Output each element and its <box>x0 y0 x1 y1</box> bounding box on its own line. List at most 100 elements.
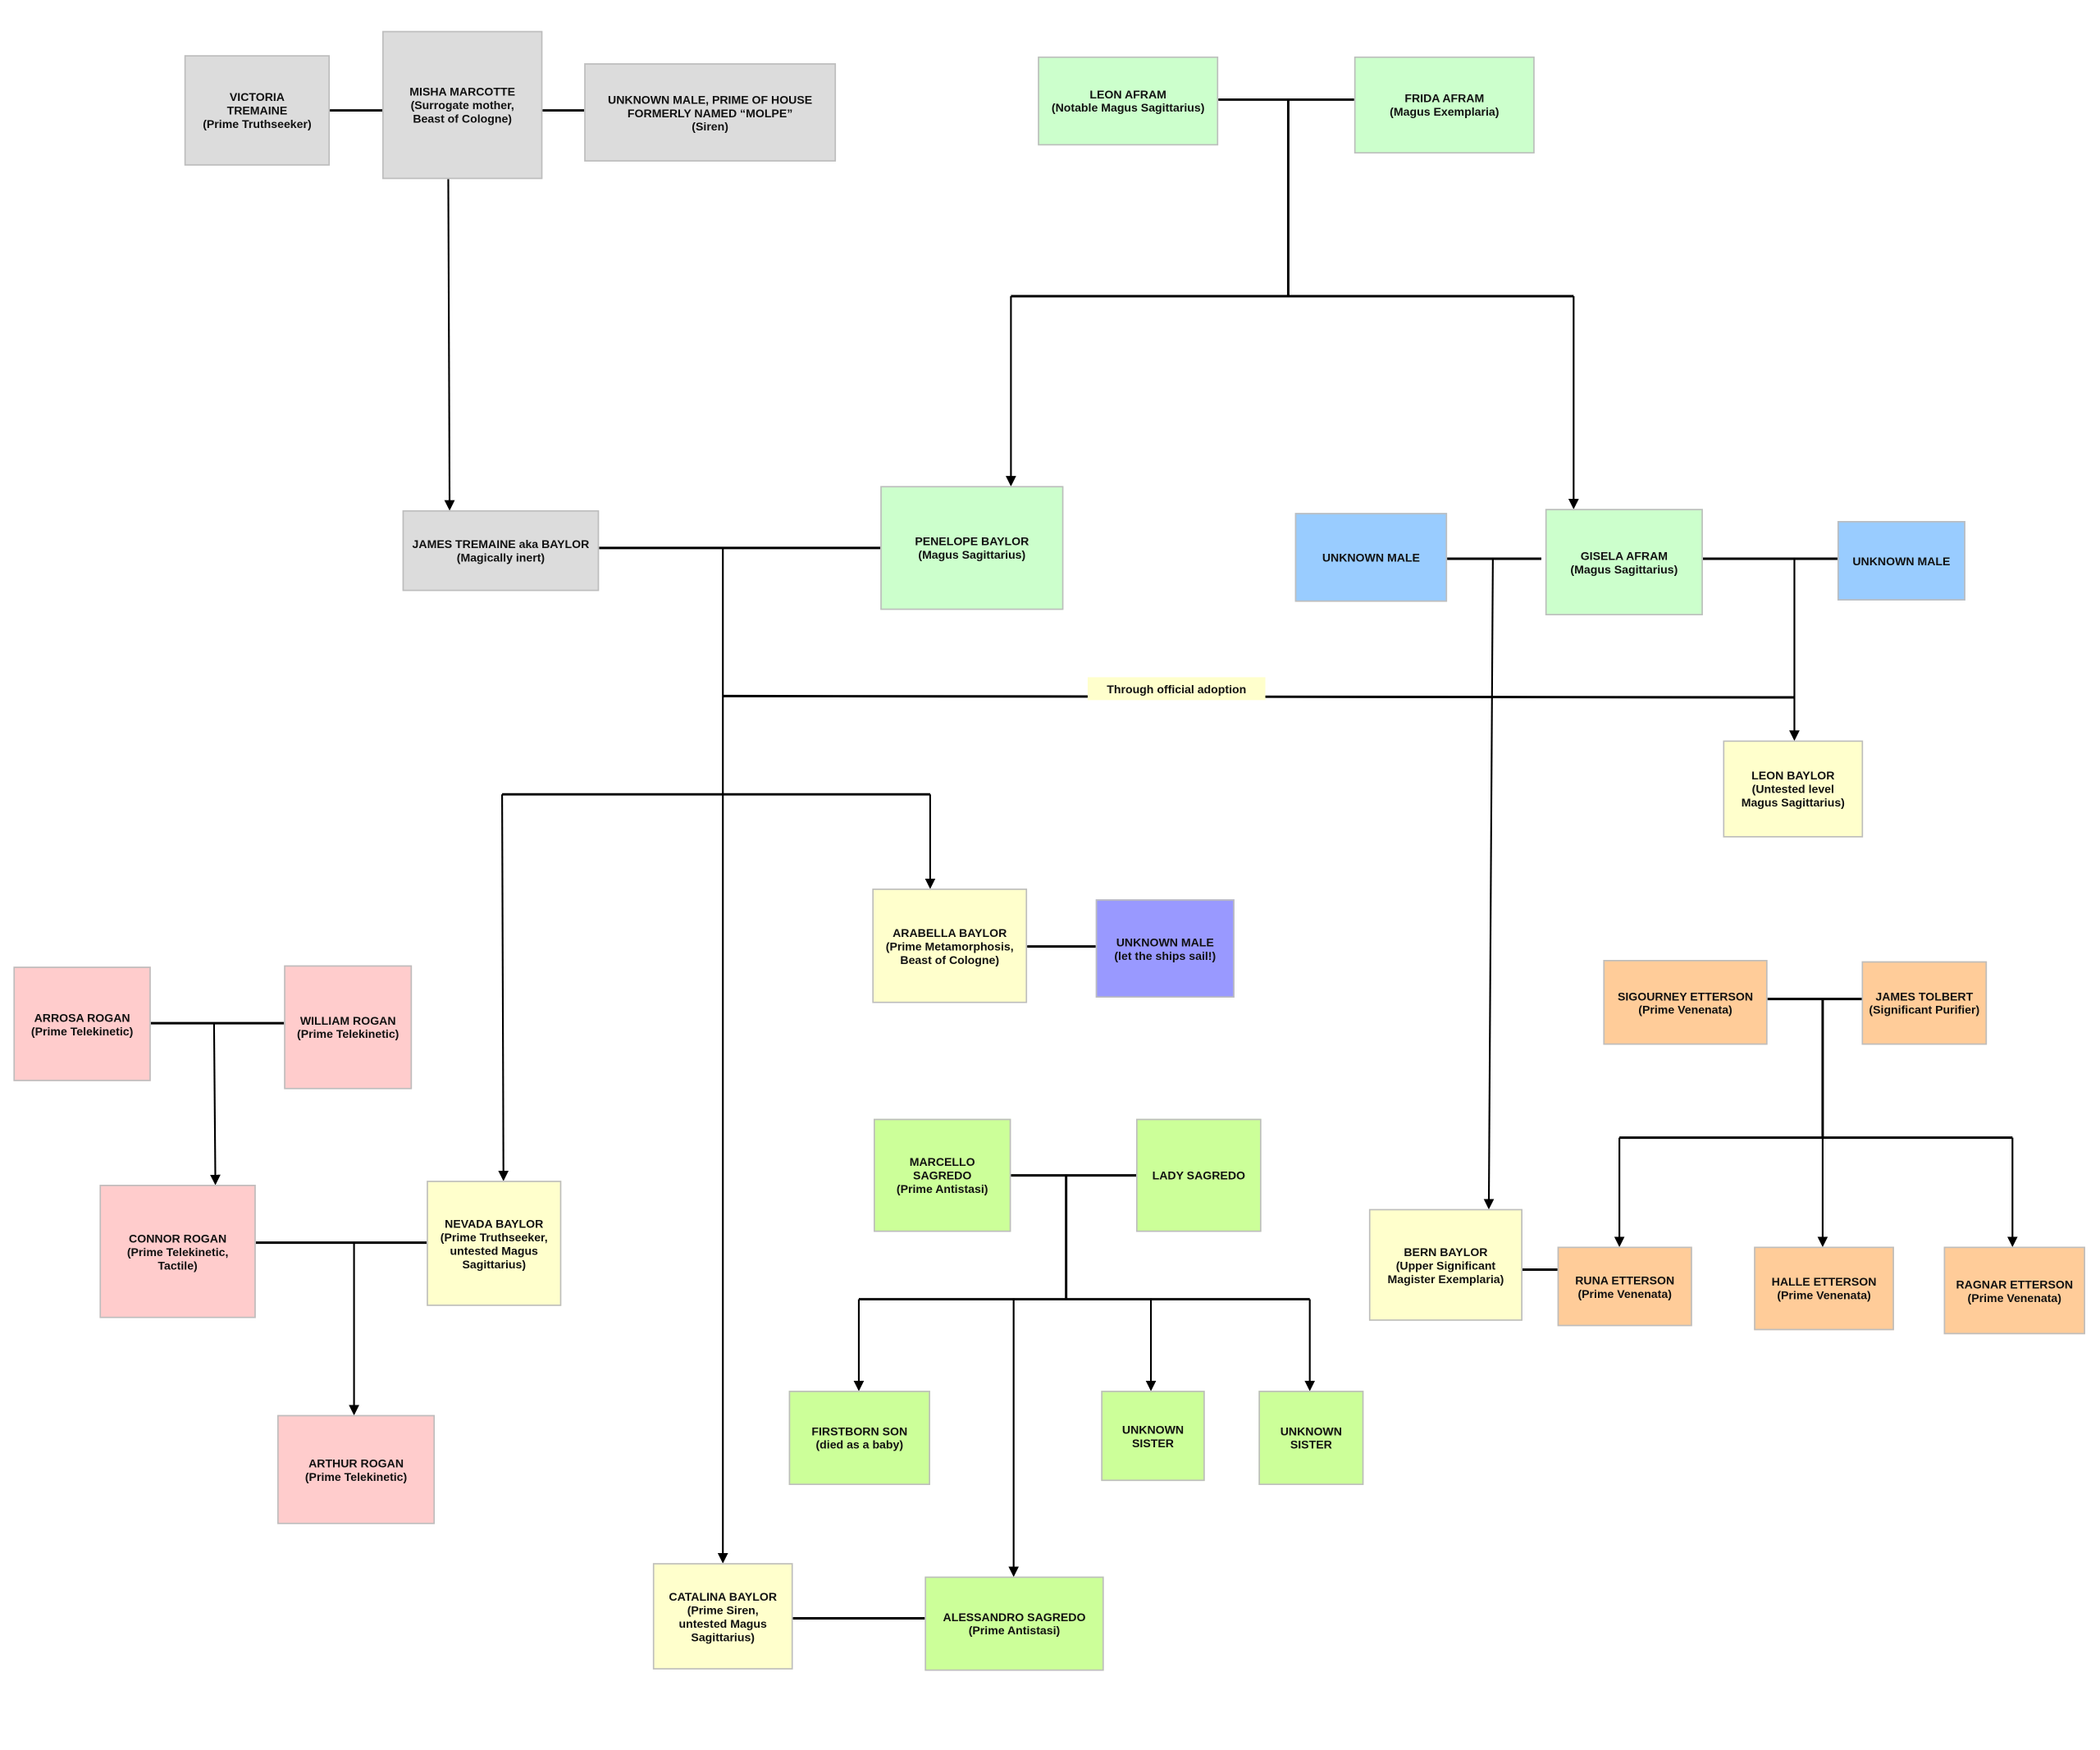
person-detail: (Magus Sagittarius) <box>1570 562 1678 576</box>
person-detail: (Surrogate mother, <box>410 98 514 112</box>
person-box-misha-marcotte: MISHA MARCOTTE(Surrogate mother,Beast of… <box>382 30 543 180</box>
person-box-william-rogan: WILLIAM ROGAN(Prime Telekinetic) <box>284 965 413 1090</box>
person-name: PENELOPE BAYLOR <box>915 534 1029 548</box>
person-name: UNKNOWN MALE <box>1116 934 1214 949</box>
person-box-unknown-male-ships: UNKNOWN MALE(let the ships sail!) <box>1095 899 1235 998</box>
person-name: LADY SAGREDO <box>1152 1168 1245 1182</box>
person-detail: (Notable Magus Sagittarius) <box>1051 101 1205 115</box>
person-box-firstborn-son: FIRSTBORN SON(died as a baby) <box>788 1391 930 1486</box>
person-box-james-tolbert: JAMES TOLBERT(Significant Purifier) <box>1861 961 1988 1045</box>
person-detail: (Prime Metamorphosis, <box>885 939 1014 953</box>
person-detail: Beast of Cologne) <box>413 112 513 126</box>
person-name: UNKNOWN <box>1280 1424 1342 1438</box>
person-box-james-tremaine: JAMES TREMAINE aka BAYLOR(Magically iner… <box>402 509 600 592</box>
person-box-unknown-male-left: UNKNOWN MALE <box>1294 513 1448 602</box>
person-name: UNKNOWN <box>1121 1422 1185 1437</box>
person-detail: (died as a baby) <box>815 1437 904 1451</box>
person-box-arrosa-rogan: ARROSA ROGAN(Prime Telekinetic) <box>13 966 151 1081</box>
person-detail: (Prime Venenata) <box>1967 1290 2061 1305</box>
descent-arrow <box>498 794 509 1181</box>
person-name: UNKNOWN MALE <box>1852 554 1951 568</box>
person-detail: Magister Exemplaria) <box>1387 1271 1504 1286</box>
person-detail: (Significant Purifier) <box>1869 1003 1980 1017</box>
person-box-unknown-male-right: UNKNOWN MALE <box>1837 521 1965 601</box>
descent-arrow <box>444 179 455 511</box>
person-name: Through official adoption <box>1107 682 1247 696</box>
person-name: FIRSTBORN SON <box>811 1424 908 1438</box>
person-box-penelope-baylor: PENELOPE BAYLOR(Magus Sagittarius) <box>880 486 1064 610</box>
person-detail: (Magically inert) <box>456 551 546 564</box>
person-name: RAGNAR ETTERSON <box>1956 1277 2074 1291</box>
person-name: HALLE ETTERSON <box>1771 1275 1877 1289</box>
person-name: LEON AFRAM <box>1089 87 1166 102</box>
person-name: LEON BAYLOR <box>1751 769 1835 783</box>
person-detail: Beast of Cologne) <box>900 953 1000 966</box>
person-name: RUNA ETTERSON <box>1575 1273 1675 1286</box>
person-name: MARCELLO <box>909 1154 975 1169</box>
person-detail: untested Magus <box>678 1616 767 1630</box>
person-name: SIGOURNEY ETTERSON <box>1617 989 1754 1003</box>
person-detail: (Prime Truthseeker) <box>203 117 312 131</box>
person-box-ragnar-etterson: RAGNAR ETTERSON(Prime Venenata) <box>1943 1246 2085 1335</box>
person-name: JAMES TOLBERT <box>1875 989 1974 1003</box>
person-name: BERN BAYLOR <box>1404 1245 1488 1259</box>
person-detail: (Prime Telekinetic) <box>304 1469 408 1483</box>
person-name: MISHA MARCOTTE <box>409 85 516 98</box>
person-name: VICTORIA <box>229 89 285 104</box>
person-box-nevada-baylor: NEVADA BAYLOR(Prime Truthseeker,untested… <box>427 1181 562 1306</box>
person-box-catalina-baylor: CATALINA BAYLOR(Prime Siren,untested Mag… <box>652 1563 793 1670</box>
person-name: ARABELLA BAYLOR <box>892 925 1007 939</box>
person-name: ARROSA ROGAN <box>34 1010 130 1024</box>
adoption-label: Through official adoption <box>1087 677 1266 701</box>
person-box-sigourney-etterson: SIGOURNEY ETTERSON(Prime Venenata) <box>1603 960 1768 1045</box>
person-detail: Sagittarius) <box>462 1256 527 1271</box>
person-box-gisela-afram: GISELA AFRAM(Magus Sagittarius) <box>1545 509 1703 615</box>
person-detail: untested Magus <box>450 1243 538 1257</box>
person-box-arthur-rogan: ARTHUR ROGAN(Prime Telekinetic) <box>277 1414 436 1524</box>
descent-arrow <box>210 1023 221 1186</box>
person-name: NEVADA BAYLOR <box>445 1216 544 1231</box>
person-box-runa-etterson: RUNA ETTERSON(Prime Venenata) <box>1557 1246 1692 1327</box>
person-detail: Sagittarius) <box>691 1629 756 1643</box>
person-box-connor-rogan: CONNOR ROGAN(Prime Telekinetic,Tactile) <box>99 1185 256 1318</box>
person-box-frida-afram: FRIDA AFRAM(Magus Exemplaria) <box>1354 56 1535 154</box>
person-name: JAMES TREMAINE aka BAYLOR <box>412 537 590 551</box>
person-name: ARTHUR ROGAN <box>308 1455 404 1470</box>
person-name: ALESSANDRO SAGREDO <box>943 1610 1086 1624</box>
person-name: FRIDA AFRAM <box>1404 91 1485 105</box>
person-name: WILLIAM ROGAN <box>299 1013 396 1028</box>
person-detail: (Siren) <box>692 119 728 133</box>
person-name: CONNOR ROGAN <box>129 1231 227 1245</box>
person-detail: (Prime Siren, <box>687 1602 759 1617</box>
person-detail: (Prime Antistasi) <box>896 1181 988 1196</box>
person-detail: SAGREDO <box>913 1168 972 1182</box>
person-detail: (let the ships sail!) <box>1114 948 1217 962</box>
person-detail: Magus Sagittarius) <box>1741 795 1845 810</box>
person-detail: (Magus Sagittarius) <box>918 547 1026 562</box>
person-detail: (Prime Venenata) <box>1777 1288 1871 1302</box>
descent-arrow <box>1483 559 1495 1210</box>
person-box-arabella-baylor: ARABELLA BAYLOR(Prime Metamorphosis,Beas… <box>872 889 1028 1003</box>
person-detail: TREMAINE <box>226 103 288 117</box>
person-detail: (Prime Antistasi) <box>968 1624 1061 1638</box>
person-detail: (Prime Truthseeker, <box>440 1230 548 1244</box>
person-name: UNKNOWN MALE <box>1322 551 1420 564</box>
person-detail: (Prime Telekinetic) <box>30 1023 134 1038</box>
person-box-alessandro-sagredo: ALESSANDRO SAGREDO(Prime Antistasi) <box>924 1576 1104 1671</box>
person-box-leon-afram: LEON AFRAM(Notable Magus Sagittarius) <box>1038 56 1219 146</box>
person-detail: (Prime Telekinetic) <box>297 1027 399 1041</box>
person-name: GISELA AFRAM <box>1580 548 1669 563</box>
person-detail: (Upper Significant <box>1395 1258 1496 1272</box>
person-box-halle-etterson: HALLE ETTERSON(Prime Venenata) <box>1754 1246 1894 1331</box>
person-detail: FORMERLY NAMED “MOLPE” <box>627 105 793 120</box>
person-detail: (Prime Venenata) <box>1577 1286 1672 1300</box>
person-box-lady-sagredo: LADY SAGREDO <box>1136 1118 1262 1232</box>
